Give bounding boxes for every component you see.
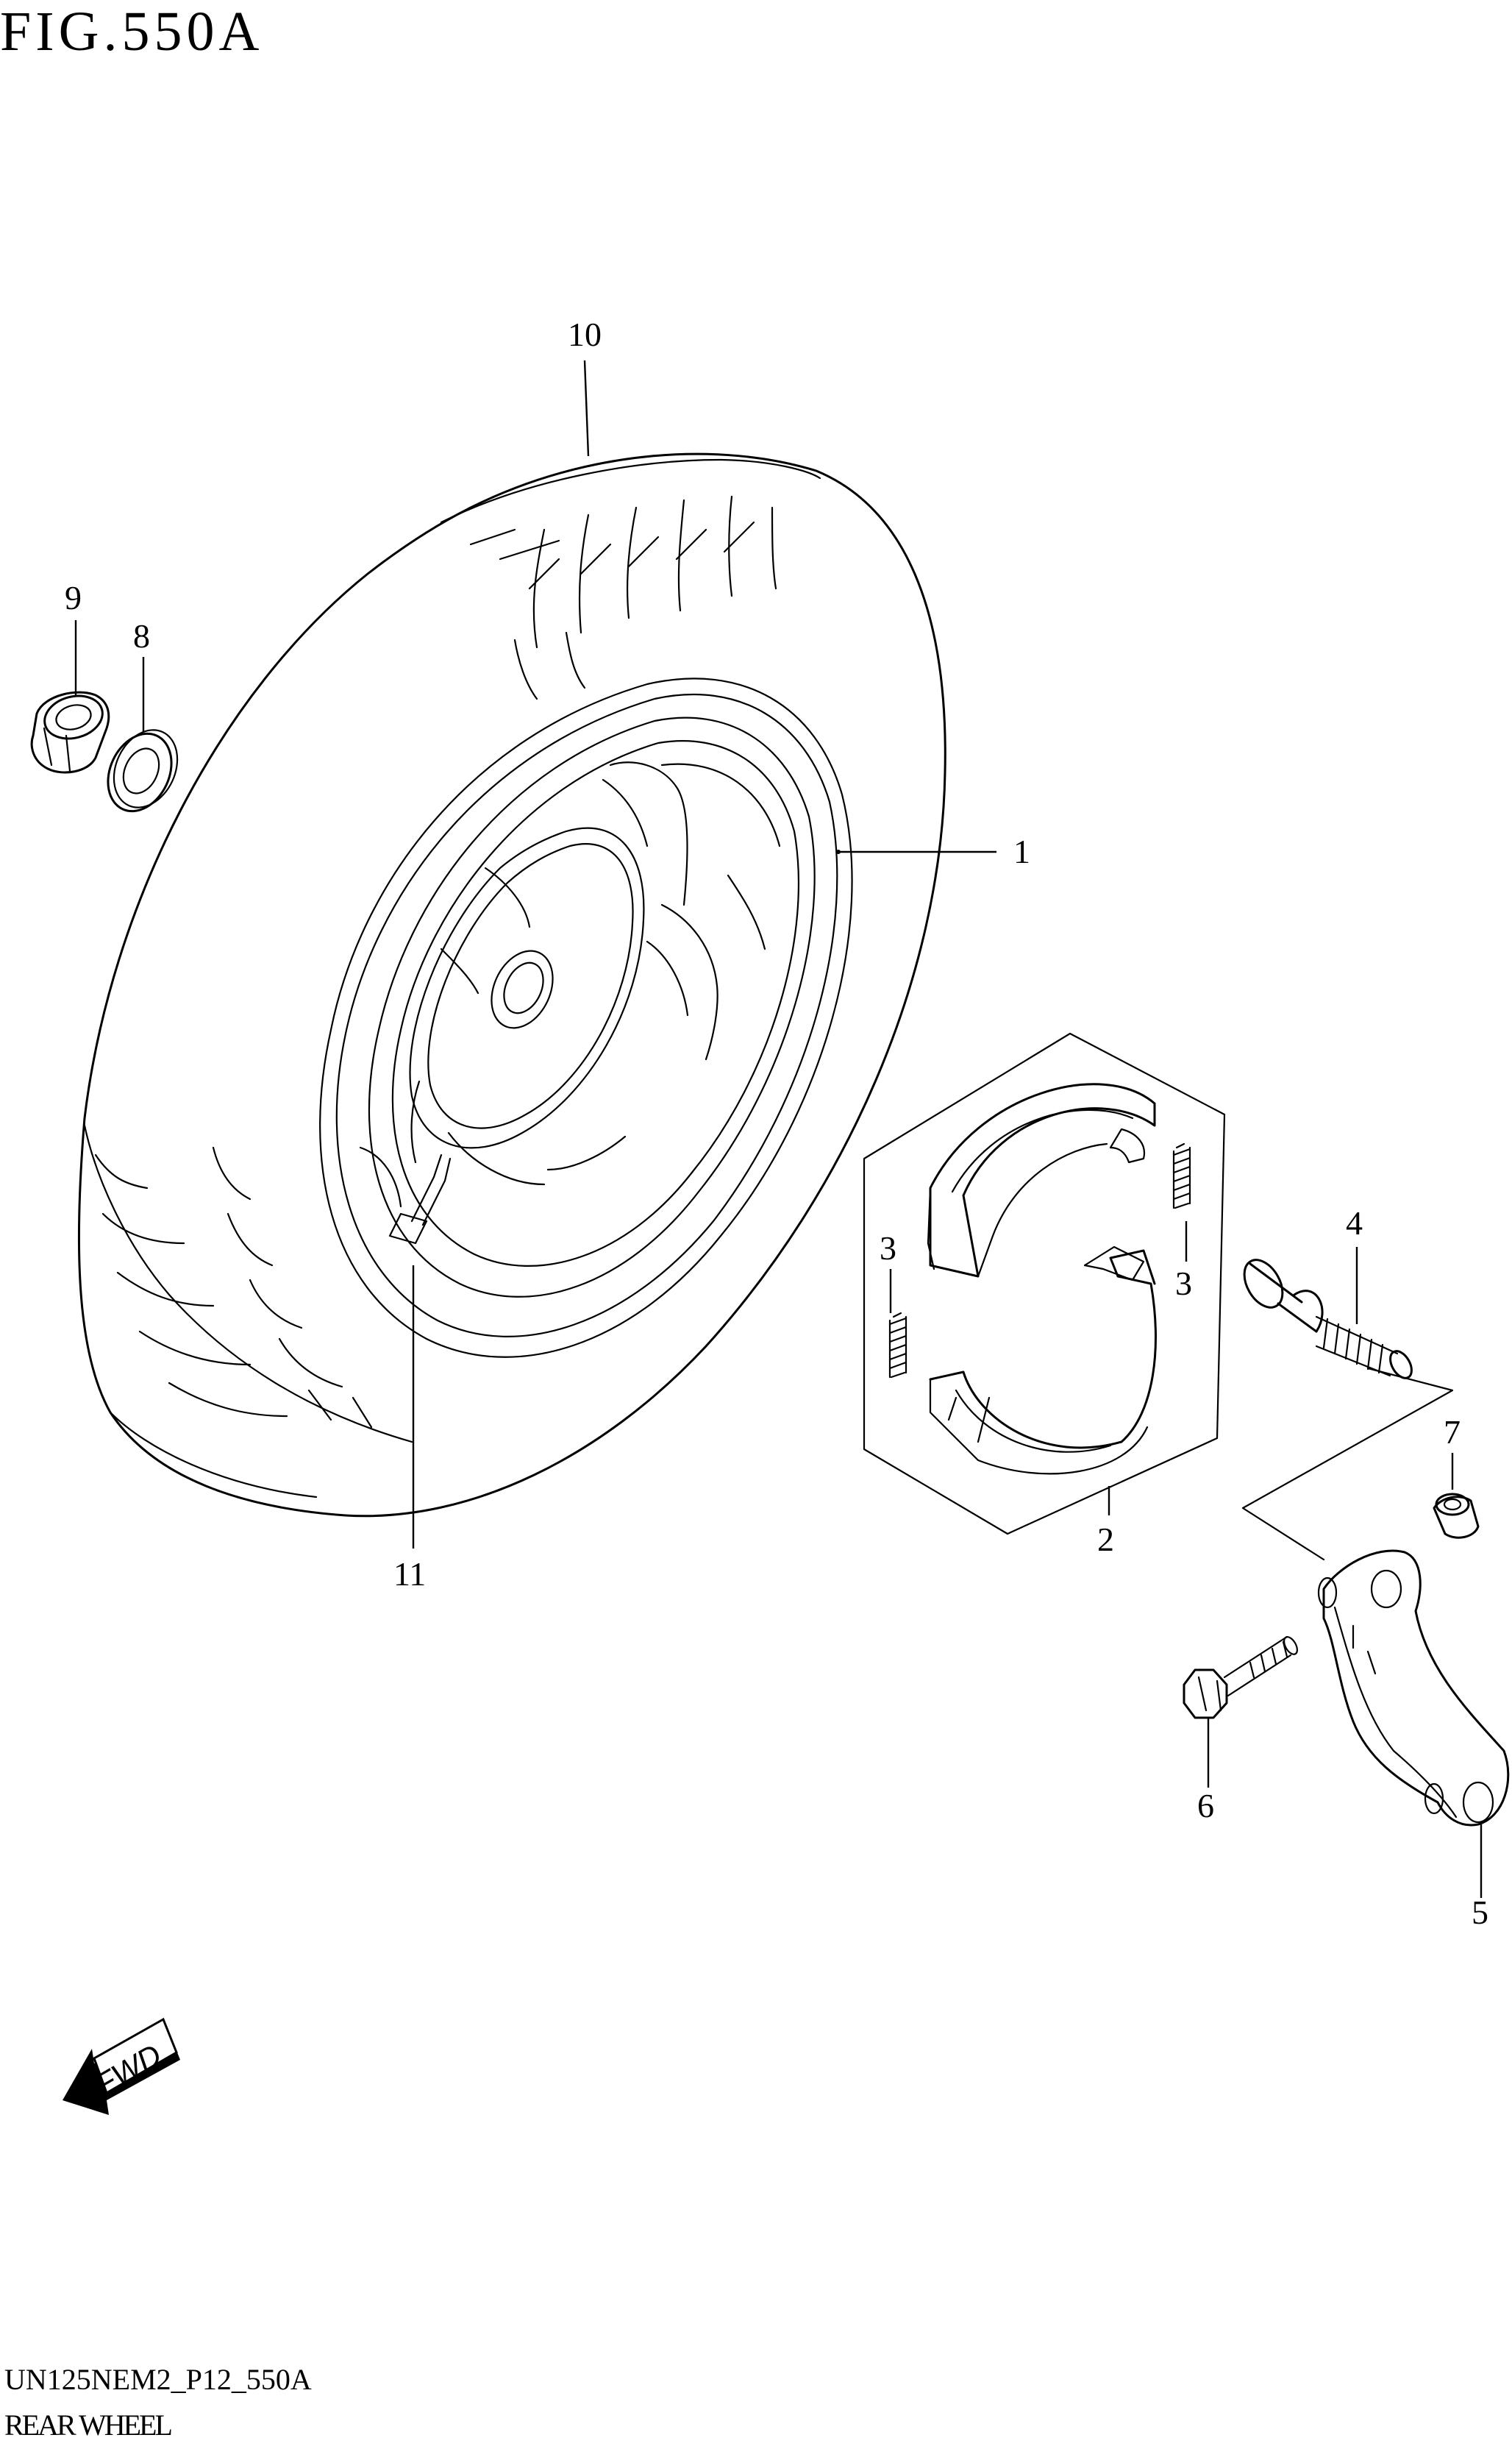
brake-shoe-set — [863, 1032, 1226, 1535]
callout-5: 5 — [1472, 1894, 1488, 1931]
lever-bolt — [1183, 1635, 1298, 1719]
callout-4: 4 — [1346, 1204, 1363, 1242]
rear-wheel-rim — [359, 717, 816, 1298]
forward-direction-arrow: FWD — [63, 2017, 180, 2115]
callout-9: 9 — [65, 579, 82, 616]
lever-nut — [1433, 1493, 1480, 1539]
callout-7: 7 — [1444, 1413, 1461, 1451]
tire-tread-top — [469, 495, 777, 700]
callout-labels: 10 1 2 3 3 4 5 6 7 8 9 11 — [65, 316, 1488, 1931]
brake-cam-lever — [1317, 1549, 1510, 1827]
figure-code: UN125NEM2_P12_550A — [4, 2363, 312, 2396]
figure-title: FIG.550A — [0, 1, 263, 63]
callout-3-left: 3 — [880, 1229, 896, 1267]
callout-11: 11 — [393, 1555, 426, 1593]
tire-tread-bottom — [94, 1146, 373, 1429]
washer — [107, 729, 179, 813]
brake-camshaft — [1243, 1259, 1413, 1379]
callout-8: 8 — [133, 617, 150, 655]
callout-2: 2 — [1097, 1521, 1114, 1558]
rear-tire — [77, 452, 946, 1518]
return-spring-left — [888, 1312, 907, 1379]
figure-caption: REAR WHEEL — [4, 2408, 171, 2442]
return-spring-right — [1172, 1142, 1191, 1209]
axle-nut — [30, 691, 110, 774]
callout-3-right: 3 — [1175, 1265, 1192, 1302]
callout-10: 10 — [568, 316, 602, 353]
leader-lines — [74, 360, 1483, 1898]
callout-1: 1 — [1013, 833, 1030, 870]
callout-6: 6 — [1197, 1787, 1214, 1824]
